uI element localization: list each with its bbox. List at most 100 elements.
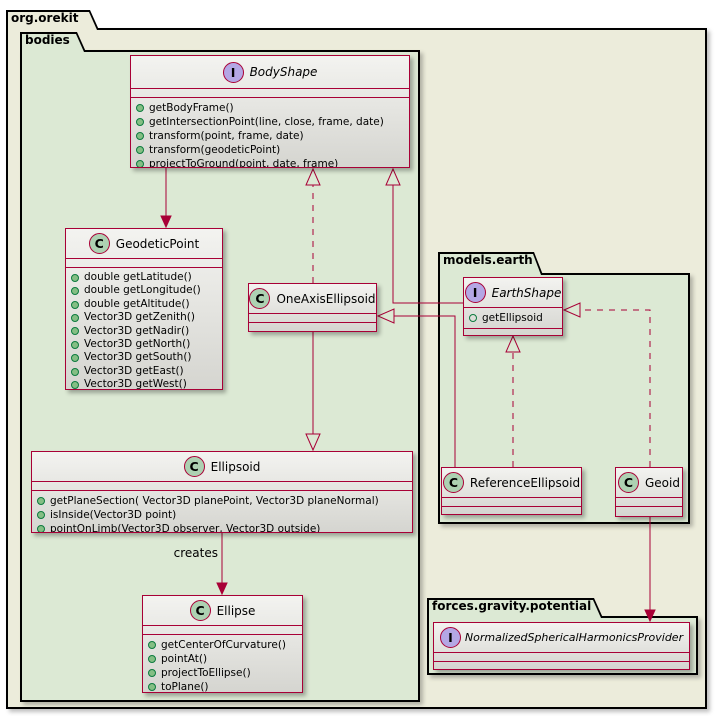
class-badge-icon: C (618, 472, 639, 493)
public-method-icon (136, 132, 144, 140)
package-label-org-orekit: org.orekit (11, 11, 79, 25)
fields-compartment (249, 314, 376, 323)
method-label: Vector3D getSouth() (84, 351, 192, 364)
class-title-earthshape: I EarthShape (464, 278, 562, 308)
class-name: Ellipsoid (210, 459, 261, 474)
method-label: Vector3D getNadir() (84, 324, 190, 337)
edge-oneaxisellipsoid-ellipsoid (305, 332, 321, 452)
fields-compartment (131, 89, 409, 98)
class-name: GeodeticPoint (115, 236, 200, 251)
method-label: double getAltitude() (84, 297, 190, 310)
methods-compartment (249, 323, 376, 331)
interface-badge-icon: I (464, 282, 486, 303)
method-item: getIntersectionPoint(line, close, frame,… (136, 115, 404, 129)
method-item: pointOnLimb(Vector3D observer, Vector3D … (37, 522, 407, 533)
interface-badge-icon: I (222, 61, 244, 83)
fields-compartment (32, 482, 412, 491)
package-tab-fill (440, 254, 541, 275)
fields-compartment (442, 498, 581, 507)
class-title-bodyshape: I BodyShape (131, 56, 409, 89)
method-item: double getLatitude() (71, 271, 217, 284)
class-box-ellipse: C Ellipse getCenterOfCurvature() pointAt… (142, 595, 303, 693)
public-method-icon (136, 118, 144, 126)
class-box-normalizedsphericalharmonicsprovider: I NormalizedSphericalHarmonicsProvider (433, 622, 690, 670)
class-title-nshprovider: I NormalizedSphericalHarmonicsProvider (434, 623, 689, 653)
class-name: BodyShape (249, 65, 318, 79)
public-method-icon (136, 104, 144, 112)
public-method-icon (37, 525, 45, 532)
class-badge-icon: C (442, 472, 464, 493)
method-item: transform(geodeticPoint) (136, 143, 404, 157)
methods-compartment (434, 662, 689, 669)
edge-oneaxisellipsoid-bodyshape (305, 167, 321, 283)
method-label: getBodyFrame() (149, 102, 234, 114)
public-method-icon (71, 327, 79, 336)
class-box-referenceellipsoid: C ReferenceEllipsoid (441, 467, 582, 515)
method-label: projectToEllipse() (161, 667, 251, 679)
class-name: EarthShape (491, 285, 562, 300)
edge-geoid-earthshape (562, 302, 651, 467)
class-badge-icon: C (189, 600, 211, 621)
public-method-icon (37, 511, 45, 519)
method-item: getCenterOfCurvature() (148, 638, 297, 652)
public-method-icon (71, 273, 79, 282)
public-method-icon (71, 380, 79, 389)
class-box-earthshape: I EarthShape getEllipsoid (463, 277, 563, 336)
class-title-ellipse: C Ellipse (143, 596, 302, 626)
methods-compartment: getCenterOfCurvature() pointAt() project… (143, 635, 302, 693)
package-tab-org-orekit: org.orekit (6, 10, 99, 30)
class-name: NormalizedSphericalHarmonicsProvider (464, 631, 684, 644)
public-method-icon (71, 340, 79, 349)
class-name: Geoid (645, 475, 680, 490)
method-item: getPlaneSection( Vector3D planePoint, Ve… (37, 494, 407, 508)
class-box-bodyshape: I BodyShape getBodyFrame() getIntersecti… (130, 55, 410, 168)
public-method-icon (37, 497, 45, 505)
package-tab-fill (429, 600, 601, 618)
edge-referenceellipsoid-oneaxisellipsoid (376, 308, 456, 467)
method-label: Vector3D getZenith() (84, 311, 195, 324)
method-label: double getLatitude() (84, 271, 192, 283)
edge-ellipsoid-ellipse (216, 533, 228, 596)
class-badge-icon: C (249, 288, 271, 309)
package-label-bodies: bodies (25, 33, 70, 47)
method-item: toPlane() (148, 680, 297, 693)
class-title-oneaxisellipsoid: C OneAxisEllipsoid (249, 284, 376, 314)
interface-badge-icon: I (439, 627, 461, 648)
method-label: getIntersectionPoint(line, close, frame,… (149, 116, 384, 128)
methods-compartment: getBodyFrame() getIntersectionPoint(line… (131, 98, 409, 168)
methods-compartment (442, 507, 581, 514)
method-label: pointOnLimb(Vector3D observer, Vector3D … (50, 523, 321, 533)
edge-bodyshape-geodeticpoint (160, 168, 172, 229)
public-method-icon (71, 300, 79, 309)
methods-compartment (464, 329, 562, 335)
method-item: Vector3D getNorth() (71, 338, 217, 351)
edge-geoid-nshprovider (644, 517, 656, 623)
package-label-models-earth: models.earth (443, 253, 533, 267)
method-item: isInside(Vector3D point) (37, 508, 407, 522)
method-label: projectToGround(point, date, frame) (149, 158, 339, 168)
field-label: getEllipsoid (482, 312, 543, 324)
public-method-icon (71, 313, 79, 322)
fields-compartment (66, 259, 222, 268)
method-item: Vector3D getSouth() (71, 351, 217, 364)
class-name: OneAxisEllipsoid (276, 291, 376, 306)
method-label: Vector3D getEast() (84, 364, 184, 377)
class-name: Ellipse (216, 603, 256, 618)
method-item: Vector3D getNadir() (71, 325, 217, 338)
package-tab-bodies: bodies (20, 32, 86, 52)
class-title-referenceellipsoid: C ReferenceEllipsoid (442, 468, 581, 498)
method-label: Vector3D getWest() (84, 378, 187, 390)
method-label: toPlane() (161, 681, 209, 693)
method-label: getPlaneSection( Vector3D planePoint, Ve… (50, 495, 379, 507)
class-title-geodeticpoint: C GeodeticPoint (66, 229, 222, 259)
package-tab-models-earth: models.earth (438, 252, 543, 275)
method-item: projectToEllipse() (148, 666, 297, 680)
public-method-icon (148, 669, 156, 677)
edge-earthshape-bodyshape (385, 167, 463, 304)
public-method-icon (136, 160, 144, 167)
edge-referenceellipsoid-earthshape (505, 334, 521, 467)
class-title-ellipsoid: C Ellipsoid (32, 452, 412, 482)
methods-compartment (616, 507, 682, 516)
